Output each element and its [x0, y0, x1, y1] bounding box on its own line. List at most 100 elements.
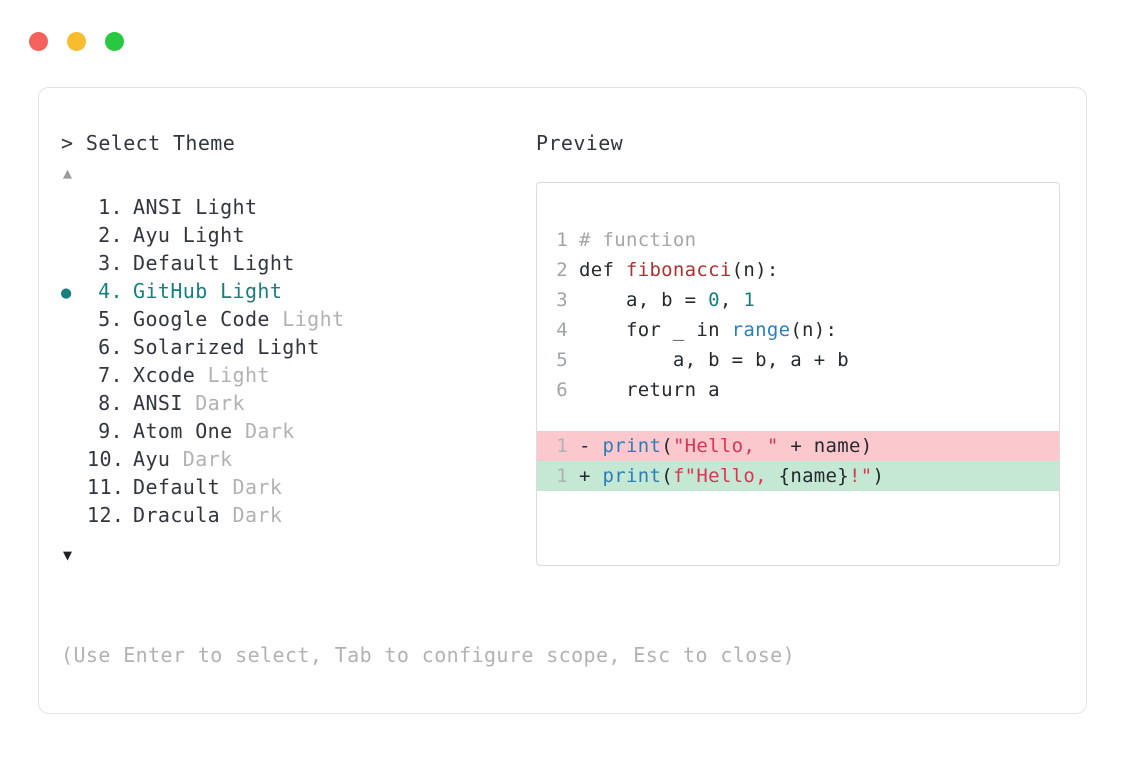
code-token: (n):	[790, 319, 838, 341]
theme-list-item[interactable]: ●9.Atom One Dark	[61, 417, 531, 445]
code-token: f"Hello,	[672, 465, 779, 487]
theme-list-item[interactable]: ●11.Default Dark	[61, 473, 531, 501]
theme-item-number: 6.	[98, 335, 123, 359]
line-number: 1	[556, 465, 568, 487]
theme-item-variant: Light	[220, 251, 295, 275]
panel-title: > Select Theme	[61, 131, 236, 155]
code-token: )	[872, 465, 885, 487]
code-token: (	[661, 465, 673, 487]
code-token: print	[602, 435, 662, 457]
theme-item-variant: Light	[269, 307, 345, 331]
keyboard-hint: (Use Enter to select, Tab to configure s…	[61, 643, 796, 667]
theme-item-number: 11.	[87, 475, 125, 499]
theme-list-item[interactable]: ●7.Xcode Light	[61, 361, 531, 389]
code-spacer	[537, 405, 1059, 431]
scroll-up-icon[interactable]: ▲	[63, 164, 73, 182]
code-line: 3 a, b = 0, 1	[537, 285, 1059, 315]
code-line: 5 a, b = b, a + b	[537, 345, 1059, 375]
theme-item-number: 1.	[98, 195, 123, 219]
theme-selector-panel: > Select Theme ▲ ● 1. ANSI Light ● 2. Ayu Lig…	[61, 130, 531, 565]
code-token: print	[602, 465, 662, 487]
theme-item-name: Solarized	[133, 335, 245, 359]
line-number: 1	[556, 435, 568, 457]
bullet-placeholder: ●	[61, 251, 87, 279]
diff-marker: -	[579, 435, 603, 457]
theme-item-name: Google Code	[133, 307, 270, 331]
code-token: 1	[743, 289, 756, 311]
bullet-placeholder: ●	[61, 503, 87, 531]
code-line: 6 return a	[537, 375, 1059, 405]
theme-item-name: ANSI	[133, 195, 183, 219]
theme-item-name: Dracula	[133, 503, 221, 527]
code-token: def	[579, 259, 626, 281]
code-text: def fibonacci(n):	[577, 255, 779, 285]
theme-item-number: 10.	[87, 447, 125, 471]
line-number: 4	[556, 319, 568, 341]
theme-item-name: ANSI	[133, 391, 183, 415]
minimize-window-button[interactable]	[67, 32, 86, 51]
bullet-placeholder: ●	[61, 447, 87, 475]
code-line: 4 for _ in range(n):	[537, 315, 1059, 345]
theme-list-item[interactable]: ●10.Ayu Dark	[61, 445, 531, 473]
code-token: "Hello, "	[672, 435, 779, 457]
theme-item-number: 7.	[98, 363, 123, 387]
theme-item-name: Xcode	[133, 363, 196, 387]
code-token: return a	[579, 379, 720, 401]
code-token: + name)	[778, 435, 873, 457]
theme-item-number: 5.	[98, 307, 123, 331]
theme-item-name: Atom One	[133, 419, 233, 443]
theme-selector-card: > Select Theme ▲ ● 1. ANSI Light ● 2. Ayu Lig…	[38, 87, 1087, 714]
diff-marker: +	[579, 465, 603, 487]
theme-list-item[interactable]: ● 5. Google Code Light	[61, 305, 531, 333]
theme-item-variant: Dark	[182, 391, 245, 415]
code-token: (	[661, 435, 673, 457]
bullet-placeholder: ●	[61, 391, 87, 419]
theme-list-item[interactable]: ● 8. ANSI Dark	[61, 389, 531, 417]
theme-list: ●1.ANSI Light●2.Ayu Light●3.Default Ligh…	[61, 193, 531, 529]
bullet-placeholder: ●	[61, 335, 87, 363]
theme-item-name: GitHub	[133, 279, 208, 303]
theme-item-name: Ayu	[133, 447, 171, 471]
theme-item-variant: Dark	[220, 503, 283, 527]
theme-item-variant: Light	[182, 195, 258, 219]
theme-list-item[interactable]: ● 6. Solarized Light	[61, 333, 531, 361]
theme-list-item[interactable]: ●12. Dracula Dark	[61, 501, 531, 529]
theme-item-number: 2.	[98, 223, 123, 247]
theme-list-item[interactable]: ● 1. ANSI Light	[61, 193, 531, 221]
code-text: for _ in range(n):	[577, 315, 837, 345]
bullet-placeholder: ●	[61, 195, 87, 223]
selected-bullet-icon: ●	[61, 283, 72, 303]
theme-item-name: Default	[133, 475, 221, 499]
window-controls	[29, 32, 124, 51]
code-text: a, b = 0, 1	[577, 285, 755, 315]
maximize-window-button[interactable]	[105, 32, 124, 51]
theme-item-number: 9.	[98, 419, 123, 443]
theme-item-number: 12.	[87, 503, 125, 527]
code-token: for _ in	[579, 319, 732, 341]
code-line: 2 def fibonacci(n):	[537, 255, 1059, 285]
bullet-placeholder: ●	[61, 223, 87, 251]
code-token: range	[731, 319, 791, 341]
theme-list-item[interactable]: ●2.Ayu Light	[61, 221, 531, 249]
close-window-button[interactable]	[29, 32, 48, 51]
theme-list-item[interactable]: ●4.GitHub Light	[61, 277, 531, 305]
theme-item-variant: Light	[207, 279, 283, 303]
scroll-down-icon[interactable]: ▼	[63, 546, 73, 564]
line-number: 2	[556, 259, 568, 281]
code-token: !"	[849, 465, 873, 487]
line-number: 3	[556, 289, 568, 311]
theme-item-number: 8.	[98, 391, 123, 415]
code-token: a, b =	[579, 289, 709, 311]
bullet-placeholder: ●	[61, 307, 87, 335]
code-token: fibonacci	[625, 259, 732, 281]
bullet-placeholder: ●	[61, 475, 87, 503]
code-token: # function	[579, 229, 697, 251]
theme-item-variant: Light	[195, 363, 270, 387]
theme-list-item[interactable]: ●3.Default Light	[61, 249, 531, 277]
bullet-placeholder: ●	[61, 419, 87, 447]
theme-item-variant: Light	[244, 335, 320, 359]
code-diff-line: 1- print("Hello, " + name)	[537, 431, 1059, 461]
line-number: 1	[556, 229, 568, 251]
